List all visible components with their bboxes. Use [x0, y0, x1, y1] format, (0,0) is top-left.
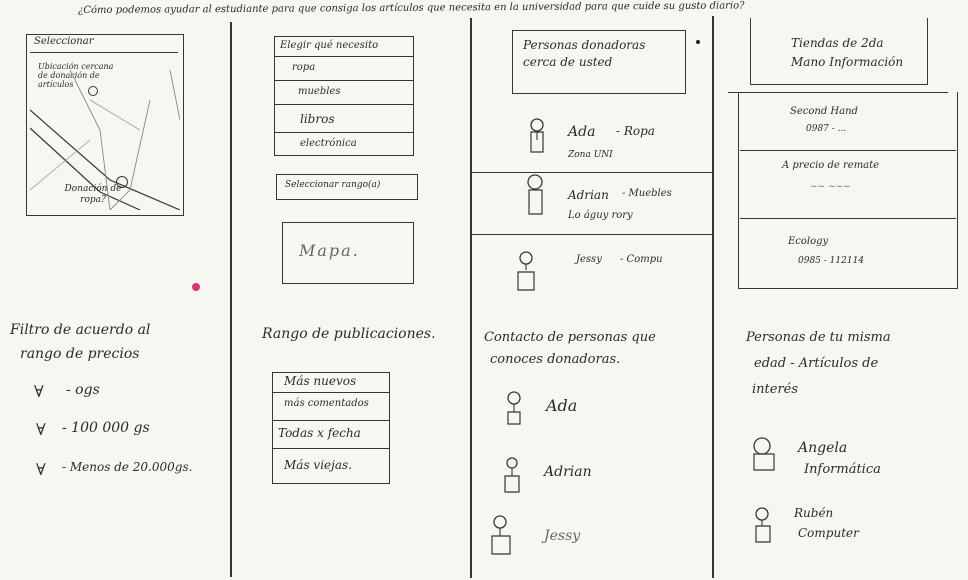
map-box[interactable]: Mapa. — [282, 222, 414, 284]
contact-name[interactable]: Jessy — [544, 528, 581, 544]
donor-item: - Compu — [620, 254, 663, 265]
category-dropdown[interactable] — [274, 36, 414, 156]
same-age-title: interés — [752, 382, 799, 397]
option-libros[interactable]: libros — [300, 112, 335, 126]
option-electronica[interactable]: electrónica — [300, 138, 357, 149]
stores-header: Tiendas de 2da Mano Información — [791, 36, 904, 70]
same-age-title: Personas de tu misma — [746, 330, 891, 345]
person-icon — [491, 515, 511, 555]
filter-icon[interactable]: ∀ — [36, 460, 46, 479]
divider — [274, 104, 414, 106]
publications-dropdown[interactable] — [272, 372, 390, 484]
map-label: Mapa. — [299, 241, 360, 260]
divider — [470, 18, 472, 578]
divider — [272, 448, 390, 450]
donors-header: Personas donadoras cerca de usted — [523, 38, 646, 70]
donor-name[interactable]: Adrian — [568, 188, 609, 202]
select-dropdown[interactable]: Seleccionar — [30, 36, 178, 53]
divider — [740, 218, 956, 220]
question-header: ¿Cómo podemos ayudar al estudiante para … — [77, 0, 745, 17]
range-option[interactable]: más comentados — [284, 398, 369, 409]
price-option[interactable]: - Menos de 20.000gs. — [62, 460, 193, 474]
range-option[interactable]: Todas x fecha — [278, 426, 361, 440]
divider — [712, 16, 714, 578]
select-label: Seleccionar — [34, 36, 94, 47]
divider — [272, 420, 390, 422]
range-option[interactable]: Más nuevos — [284, 374, 357, 388]
person-icon — [517, 251, 535, 291]
divider — [470, 172, 712, 174]
filter-icon[interactable]: ∀ — [34, 382, 44, 401]
person-icon — [753, 437, 775, 471]
option-ropa[interactable]: ropa — [292, 62, 316, 73]
person-interest: Computer — [798, 526, 859, 540]
donors-header-box: Personas donadoras cerca de usted — [512, 30, 686, 94]
contact-name[interactable]: Ada — [546, 396, 578, 415]
person-icon — [507, 391, 521, 425]
divider — [230, 22, 232, 577]
person-icon — [530, 118, 544, 153]
price-option[interactable]: - ogs — [66, 382, 100, 398]
donation-label: Donación de ropa? — [64, 184, 122, 205]
person-interest: Informática — [804, 462, 881, 477]
divider — [728, 92, 948, 94]
donor-place: Lo águy rory — [568, 210, 633, 221]
donor-item: - Ropa — [616, 124, 655, 138]
divider — [740, 150, 956, 152]
pink-dot — [192, 283, 200, 291]
person-icon — [527, 174, 543, 215]
filter-icon[interactable]: ∀ — [36, 420, 46, 439]
store-phone: 0985 - 112114 — [798, 256, 865, 266]
same-age-title: edad - Artículos de — [754, 356, 879, 371]
person-name[interactable]: Angela — [798, 440, 848, 456]
divider — [272, 392, 390, 394]
person-icon — [755, 507, 771, 543]
phone-frame — [26, 34, 184, 216]
divider — [274, 56, 414, 58]
ink-dot — [696, 40, 700, 44]
map-pin-icon[interactable] — [88, 86, 98, 96]
donor-item: - Muebles — [622, 188, 672, 199]
known-donors-title: conoces donadoras. — [490, 352, 621, 367]
price-option[interactable]: - 100 000 gs — [62, 420, 150, 436]
select-need-label: Elegir qué necesito — [280, 40, 379, 51]
donor-place: Zona UNI — [568, 150, 613, 160]
store-phone: ~~ ~~~ — [810, 182, 851, 192]
price-filter-title: Filtro de acuerdo al — [10, 322, 151, 338]
store-name[interactable]: Ecology — [788, 236, 829, 247]
divider — [470, 234, 712, 236]
stores-header-box: Tiendas de 2da Mano Información — [750, 18, 928, 85]
person-name[interactable]: Rubén — [794, 506, 834, 520]
contact-name[interactable]: Adrian — [544, 464, 592, 480]
divider — [274, 80, 414, 82]
known-donors-title: Contacto de personas que — [484, 330, 656, 345]
divider — [274, 132, 414, 134]
store-phone: 0987 - ... — [806, 124, 847, 134]
option-muebles[interactable]: muebles — [298, 86, 341, 97]
map-pin-icon[interactable] — [116, 176, 128, 188]
select-range-label: Seleccionar rango(a) — [285, 180, 381, 190]
donor-name[interactable]: Jessy — [576, 254, 602, 265]
store-name[interactable]: Second Hand — [790, 106, 858, 117]
map-sketch — [30, 70, 180, 210]
select-range-button[interactable]: Seleccionar rango(a) — [276, 174, 418, 200]
publications-range-title: Rango de publicaciones. — [262, 326, 436, 342]
range-option[interactable]: Más viejas. — [284, 458, 352, 472]
store-name[interactable]: A precio de remate — [782, 160, 880, 171]
stores-list-frame — [738, 92, 958, 289]
person-icon — [504, 457, 520, 493]
donor-name[interactable]: Ada — [568, 124, 596, 140]
price-filter-title: rango de precios — [20, 346, 140, 362]
map-note: Ubicación cercana de donación de artícul… — [38, 62, 114, 90]
